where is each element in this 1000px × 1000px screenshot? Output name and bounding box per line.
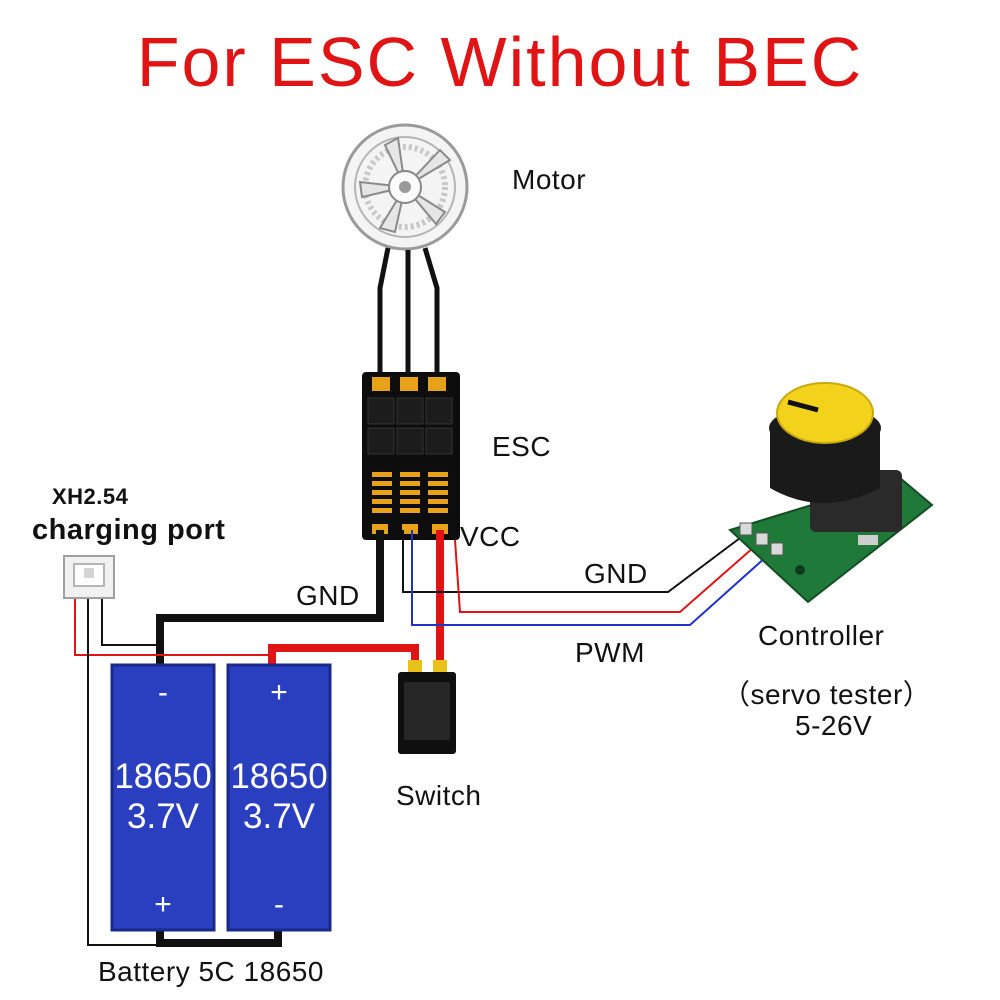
motor-phase-wires — [377, 247, 440, 382]
battery-cell-2 — [226, 663, 332, 932]
cell-1-bottom-sign: + — [154, 888, 172, 921]
esc-board — [362, 372, 460, 540]
cell-1-top-sign: - — [158, 676, 168, 709]
esc-label: ESC — [492, 431, 552, 462]
battery-cell-1 — [110, 663, 216, 932]
controller-icon — [728, 382, 934, 604]
gnd-power-wire — [156, 530, 384, 668]
cell-2-model: 18650 — [230, 757, 328, 796]
pwm-label: PWM — [575, 637, 645, 668]
switch-icon — [398, 660, 456, 754]
motor-label: Motor — [512, 164, 587, 195]
series-link-wire — [156, 928, 282, 947]
diagram-title: For ESC Without BEC — [136, 23, 864, 101]
battery-label: Battery 5C 18650 — [98, 956, 324, 987]
motor-icon — [341, 123, 469, 251]
cell-2-bottom-sign: - — [274, 888, 284, 921]
controller-label: Controller — [758, 620, 885, 651]
controller-voltage: 5-26V — [795, 710, 873, 741]
charging-port-connector — [63, 555, 115, 599]
charging-port-label: charging port — [32, 514, 226, 546]
cell-2-voltage: 3.7V — [243, 797, 315, 836]
switch-label: Switch — [396, 780, 482, 811]
esc-gnd-label: GND — [296, 580, 360, 611]
controller-signal-wires — [402, 530, 777, 626]
controller-subtitle: （servo tester） — [722, 679, 932, 710]
charging-port-wires — [74, 598, 272, 946]
cell-2-top-sign: + — [270, 676, 288, 709]
charging-model-label: XH2.54 — [52, 484, 129, 509]
cell-1-voltage: 3.7V — [127, 797, 199, 836]
controller-gnd-label: GND — [584, 558, 648, 589]
cell-1-model: 18650 — [114, 757, 212, 796]
battery-positive-wire — [268, 644, 419, 668]
vcc-label: VCC — [460, 521, 521, 552]
